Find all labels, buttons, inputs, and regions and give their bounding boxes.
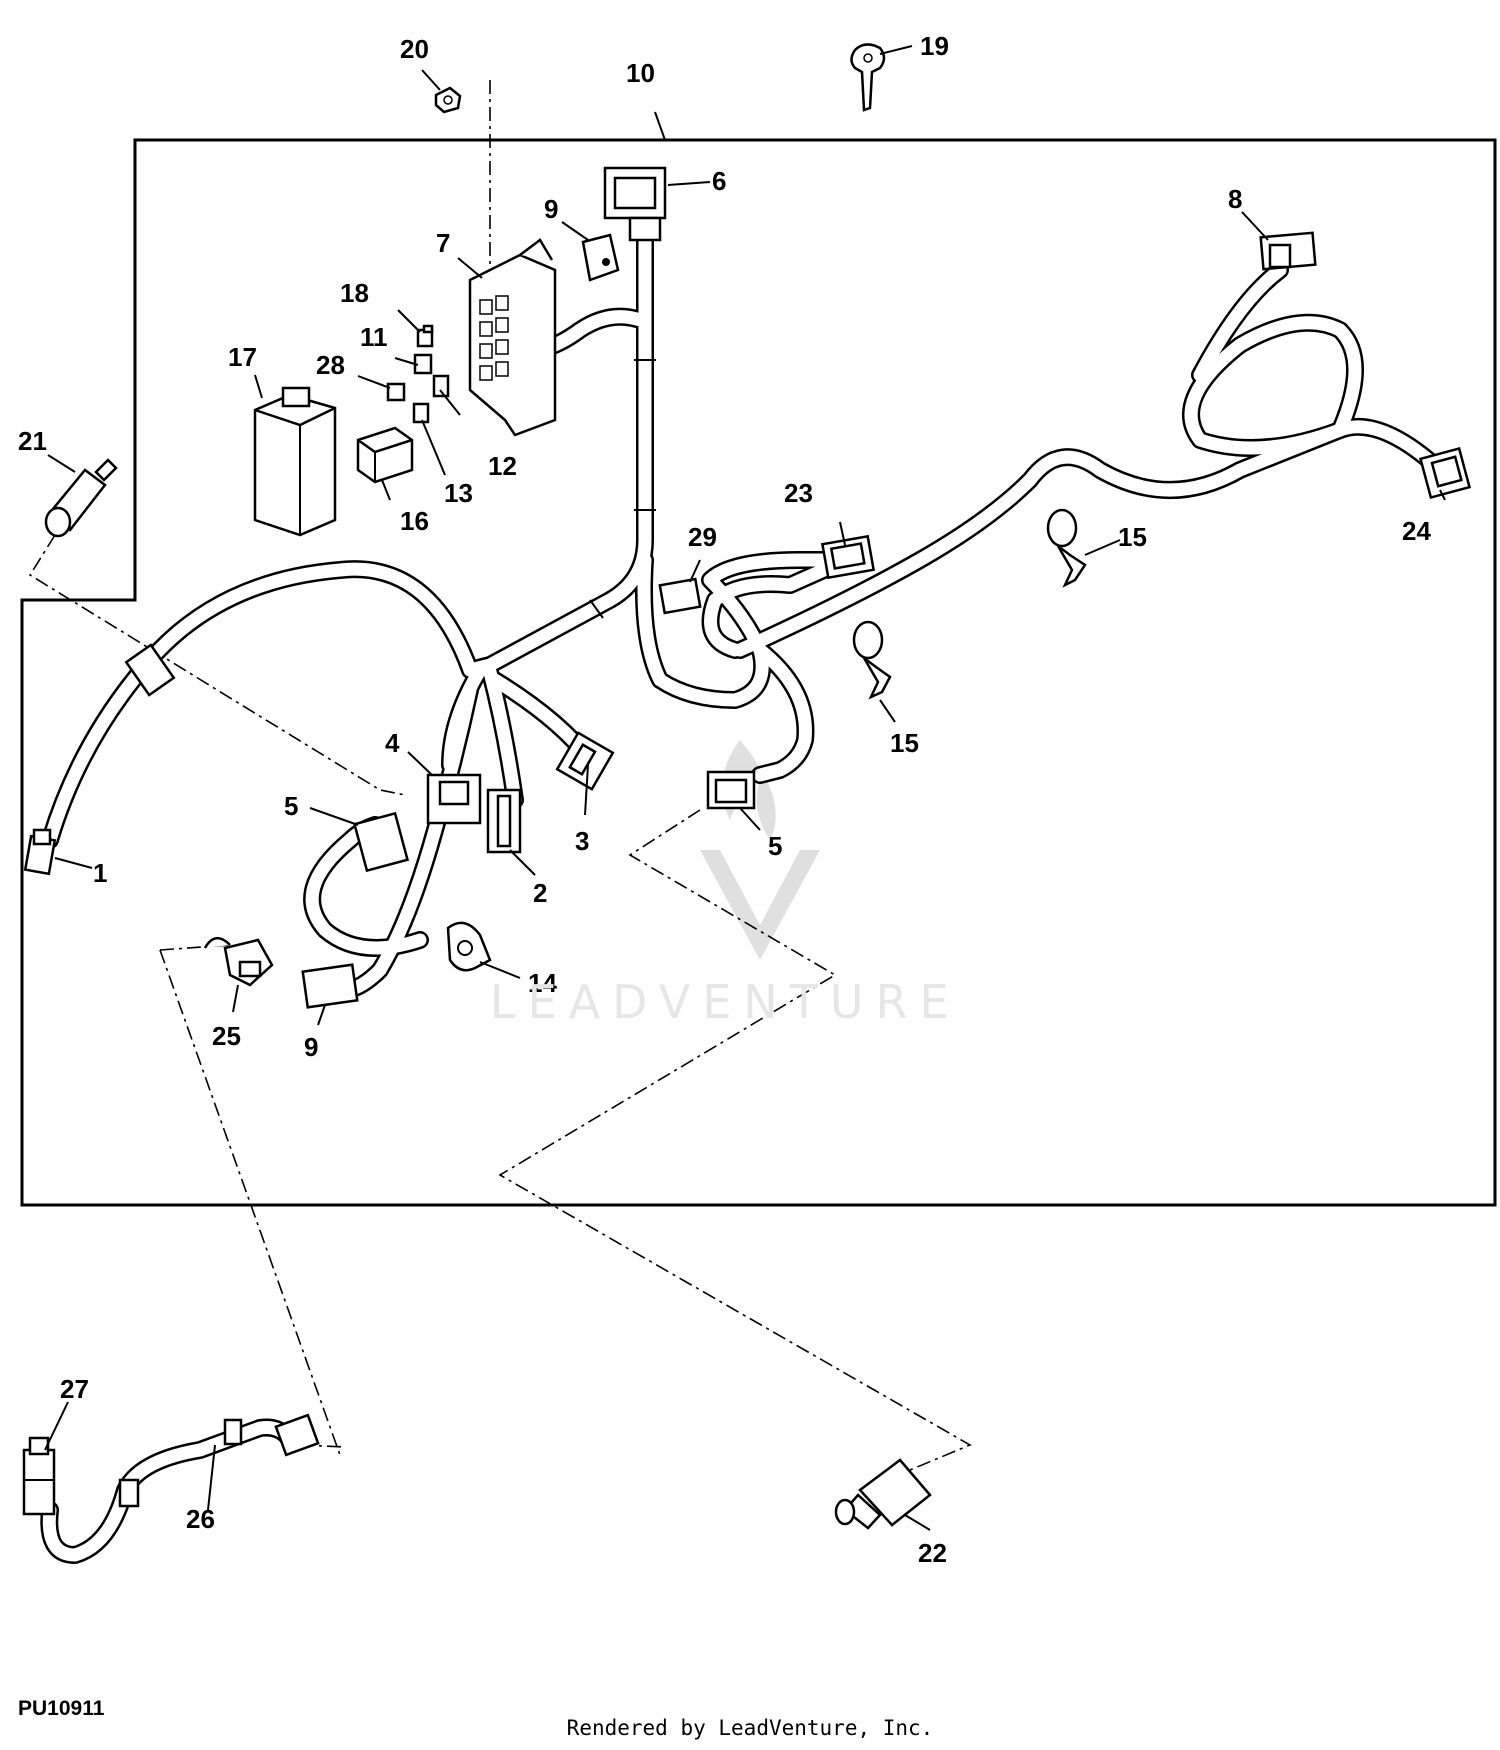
part-21-switch-icon [44, 458, 118, 538]
callout-11: 11 [360, 322, 388, 352]
callout-22: 22 [918, 1538, 947, 1568]
callout-14: 14 [528, 968, 557, 998]
part-2-connector-icon [486, 788, 522, 854]
callout-13: 13 [444, 478, 473, 508]
part-28-fuse-icon [386, 382, 406, 402]
figure-id: PU10911 [18, 1697, 105, 1720]
part-16-relay-icon [356, 426, 414, 484]
part-9-connector-icon [301, 963, 359, 1009]
leader-lines [44, 45, 1446, 1531]
part-14-clip-icon [446, 921, 492, 972]
part-8-connector-icon [1259, 231, 1317, 271]
part-15-clamp-icon [852, 620, 892, 700]
part-26-jumper-harness-icon [40, 1413, 320, 1564]
part-24-connector-icon [1418, 446, 1472, 500]
callout-8: 8 [1228, 184, 1242, 214]
callout-15: 15 [1118, 522, 1147, 552]
part-4-connector-icon [426, 773, 482, 825]
part-18-fuse-icon [416, 324, 434, 348]
callout-21: 21 [18, 426, 47, 456]
callout-6: 6 [712, 166, 726, 196]
detail-frame [20, 138, 1497, 1207]
callout-1: 1 [93, 858, 107, 888]
callout-9: 9 [304, 1032, 318, 1062]
callout-4: 4 [385, 728, 400, 758]
part-27-connector-icon [22, 1436, 56, 1516]
callout-24: 24 [1402, 516, 1431, 546]
callout-27: 27 [60, 1374, 89, 1404]
main-wiring-harness [41, 231, 1449, 999]
part-17-module-icon [253, 386, 337, 537]
part-3-connector-icon [555, 731, 615, 791]
part-15-clamp-icon [1046, 508, 1087, 588]
watermark-text: LEADVENTURE [490, 975, 961, 1029]
part-25-switch-icon [203, 937, 274, 987]
part-20-screw-icon [434, 86, 462, 114]
callout-28: 28 [316, 350, 345, 380]
part-19-key-icon [850, 43, 886, 112]
callout-7: 7 [436, 228, 450, 258]
callout-15: 15 [890, 728, 919, 758]
part-6-connector-icon [603, 166, 667, 242]
callout-29: 29 [688, 522, 717, 552]
callout-labels: 1 2 3 4 5 5 6 7 8 9 9 10 11 12 13 14 15 … [18, 31, 1431, 1568]
callout-25: 25 [212, 1021, 241, 1051]
callout-5: 5 [768, 831, 782, 861]
part-22-sensor-icon [834, 1458, 932, 1530]
callout-23: 23 [784, 478, 813, 508]
callout-9: 9 [544, 194, 558, 224]
callout-10: 10 [626, 58, 655, 88]
callout-3: 3 [575, 826, 589, 856]
part-5-plug-icon [352, 811, 410, 873]
render-credit: Rendered by LeadVenture, Inc. [566, 1716, 934, 1740]
part-5-connector-icon [706, 770, 756, 810]
callout-18: 18 [340, 278, 369, 308]
part-29-connector-icon [658, 577, 702, 615]
part-13-fuse-icon [412, 402, 430, 424]
part-12-fuse-icon [432, 374, 450, 398]
callout-12: 12 [488, 451, 517, 481]
watermark-logo-icon [700, 740, 820, 960]
part-7-fuse-block-icon [468, 238, 557, 437]
callout-26: 26 [186, 1504, 215, 1534]
part-9-relay-icon [581, 233, 620, 282]
callout-17: 17 [228, 342, 257, 372]
callout-20: 20 [400, 34, 429, 64]
callout-16: 16 [400, 506, 429, 536]
part-23-connector-icon [820, 534, 876, 580]
callout-2: 2 [533, 878, 547, 908]
part-1-connector-icon [23, 828, 57, 876]
callout-5: 5 [284, 791, 298, 821]
callout-19: 19 [920, 31, 949, 61]
